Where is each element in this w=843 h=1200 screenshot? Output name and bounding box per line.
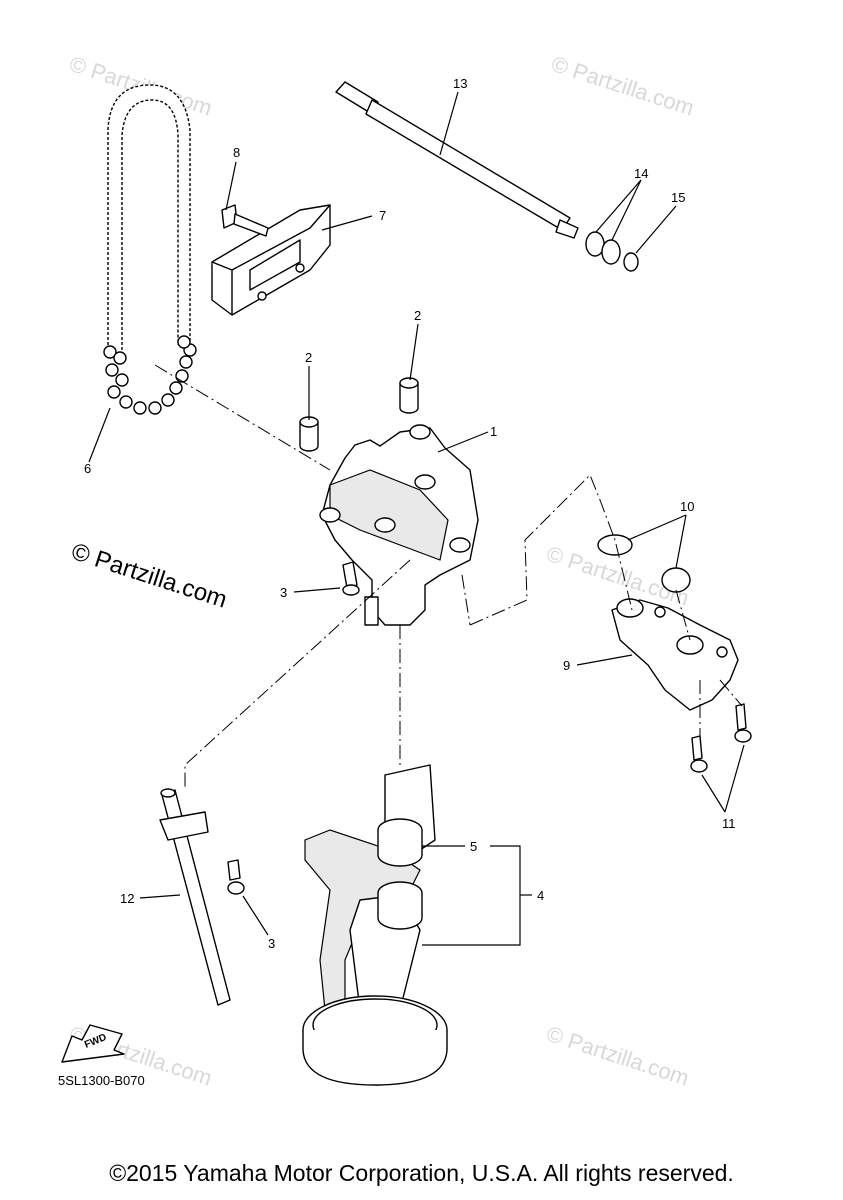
callout-11: 11 <box>722 816 736 831</box>
leader-lines <box>88 91 745 946</box>
dowel-collars <box>299 377 419 452</box>
watermark-bottom-right: © Partzilla.com <box>543 1021 692 1091</box>
callout-6: 6 <box>84 461 91 476</box>
bolt-3-upper <box>342 561 360 596</box>
forward-direction-arrow: FWD <box>61 1024 125 1063</box>
callout-15: 15 <box>671 190 685 205</box>
oil-pump-drive-chain <box>103 84 197 415</box>
callout-14: 14 <box>634 166 648 181</box>
callout-10: 10 <box>680 499 694 514</box>
callout-1: 1 <box>490 424 497 439</box>
callout-3-upper: 3 <box>280 585 287 600</box>
callout-4: 4 <box>537 888 544 903</box>
watermark-main: © Partzilla.com <box>68 538 230 614</box>
bolt-3-lower <box>227 859 245 895</box>
callout-8: 8 <box>233 145 240 160</box>
callout-9: 9 <box>563 658 570 673</box>
callout-12: 12 <box>120 891 134 906</box>
callout-2-left: 2 <box>305 350 312 365</box>
callout-13: 13 <box>453 76 467 91</box>
copyright-notice: ©2015 Yamaha Motor Corporation, U.S.A. A… <box>109 1160 734 1186</box>
callout-2-right: 2 <box>414 308 421 323</box>
pump-drive-shaft <box>335 81 579 239</box>
callout-3-lower: 3 <box>268 936 275 951</box>
oil-pump-assembly <box>319 424 479 626</box>
oil-strainer-assembly <box>302 764 448 1086</box>
alignment-lines <box>154 364 743 790</box>
oil-pipe-12 <box>159 788 231 1006</box>
oil-delivery-pipe <box>611 598 739 711</box>
o-rings-14-15 <box>585 231 639 272</box>
callout-5: 5 <box>470 839 477 854</box>
bolts-11 <box>690 703 752 773</box>
diagram-code: 5SL1300-B070 <box>58 1073 145 1088</box>
watermark-top-right: © Partzilla.com <box>548 51 697 121</box>
chain-guide-and-bolt <box>211 204 331 316</box>
callout-7: 7 <box>379 208 386 223</box>
